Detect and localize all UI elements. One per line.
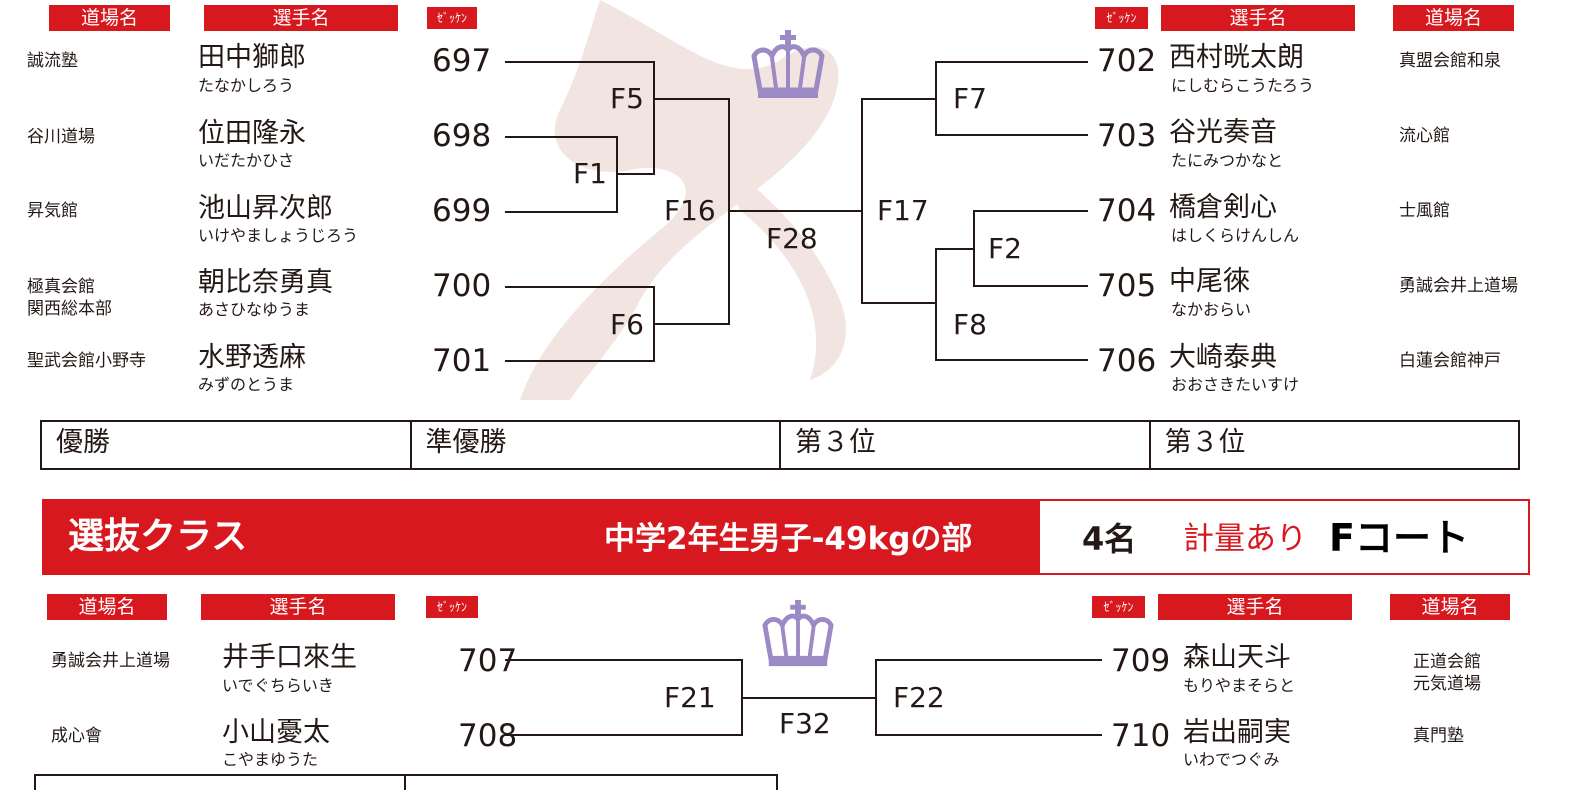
results-table: 優勝 準優勝 第３位 第３位 — [40, 420, 1520, 470]
match-label: F5 — [610, 82, 644, 115]
zekken-header-right-1: ｾﾞｯｹﾝ — [1095, 7, 1148, 29]
zekken-number: 700 — [432, 268, 492, 304]
dojo-name: 真盟会館和泉 — [1399, 51, 1501, 71]
player-kana: みずのとうま — [198, 375, 295, 394]
player-kana: いでぐちらいき — [222, 676, 334, 695]
match-label: F7 — [953, 82, 987, 115]
match-label: F32 — [779, 707, 831, 740]
player-kana: おおさきたいすけ — [1171, 375, 1300, 394]
match-label: F2 — [988, 232, 1022, 265]
match-label: F8 — [953, 308, 987, 341]
player-name: 水野透麻 — [198, 342, 306, 373]
dojo-name: 聖武会館小野寺 — [27, 351, 146, 371]
dojo-name: 勇誠会井上道場 — [51, 651, 170, 671]
result-winner: 優勝 — [56, 427, 110, 458]
player-header-right-1: 選手名 — [1161, 5, 1355, 31]
zekken-number: 701 — [432, 343, 492, 379]
player-name: 岩出嗣実 — [1183, 717, 1291, 748]
result-runner-up: 準優勝 — [409, 422, 780, 468]
player-name: 橋倉剣心 — [1169, 192, 1277, 223]
crown-icon — [751, 30, 825, 98]
dojo-header-left-2: 道場名 — [47, 594, 167, 620]
dojo-name: 勇誠会井上道場 — [1399, 276, 1518, 296]
entrant-count: 4名 — [1082, 520, 1137, 558]
court-name: Fコート — [1329, 516, 1469, 560]
dojo-name: 流心館 — [1399, 126, 1450, 146]
match-label: F1 — [573, 157, 607, 190]
dojo-name: 正道会館 元気道場 — [1413, 652, 1481, 694]
dojo-name: 白蓮会館神戸 — [1399, 351, 1501, 371]
zekken-number: 699 — [432, 193, 492, 229]
player-name: 森山天斗 — [1183, 642, 1291, 673]
dojo-name: 昇気館 — [27, 201, 78, 221]
player-header-left-2: 選手名 — [201, 594, 395, 620]
player-kana: いだたかひさ — [198, 151, 295, 170]
match-label: F28 — [766, 222, 818, 255]
zekken-number: 703 — [1097, 118, 1157, 154]
dojo-name: 誠流塾 — [27, 51, 78, 71]
match-label: F21 — [664, 681, 716, 714]
player-name: 中尾徠 — [1169, 266, 1250, 297]
player-kana: こやまゆうた — [222, 750, 319, 769]
player-kana: たにみつかなと — [1171, 151, 1284, 170]
dojo-header-left-1: 道場名 — [49, 5, 170, 31]
background-brush-mark — [520, 0, 846, 400]
zekken-number: 707 — [458, 643, 518, 679]
class-banner: 選抜クラス 中学2年生男子-49kgの部 4名 計量あり Fコート — [42, 499, 1530, 575]
player-name: 田中獅郎 — [198, 42, 306, 73]
player-kana: もりやまそらと — [1183, 676, 1296, 695]
dojo-name: 極真会館 関西総本部 — [27, 277, 112, 319]
zekken-number: 704 — [1097, 193, 1157, 229]
player-kana: いわでつぐみ — [1183, 750, 1280, 769]
player-name: 位田隆永 — [198, 118, 306, 149]
match-label: F16 — [664, 194, 716, 227]
crown-icon — [762, 599, 834, 667]
player-kana: はしくらけんしん — [1171, 226, 1300, 245]
zekken-header-left-1: ｾﾞｯｹﾝ — [427, 7, 477, 29]
zekken-number: 697 — [432, 43, 492, 79]
player-name: 池山昇次郎 — [198, 193, 333, 224]
dojo-header-right-1: 道場名 — [1393, 5, 1514, 31]
player-name: 西村晄太朗 — [1169, 42, 1304, 73]
zekken-number: 698 — [432, 118, 492, 154]
player-name: 谷光奏音 — [1169, 117, 1277, 148]
player-kana: たなかしろう — [198, 76, 295, 95]
zekken-number: 706 — [1097, 343, 1157, 379]
player-header-right-2: 選手名 — [1158, 594, 1352, 620]
match-label: F22 — [893, 681, 945, 714]
weigh-in-note: 計量あり — [1183, 521, 1307, 557]
zekken-header-left-2: ｾﾞｯｹﾝ — [426, 596, 478, 618]
player-header-left-1: 選手名 — [204, 5, 398, 31]
zekken-number: 709 — [1111, 643, 1171, 679]
results-table-partial — [34, 774, 778, 790]
result-third: 第３位 — [1148, 422, 1519, 468]
zekken-number: 702 — [1097, 43, 1157, 79]
player-name: 井手口來生 — [222, 642, 357, 673]
dojo-name: 谷川道場 — [27, 127, 95, 147]
class-title: 選抜クラス — [68, 516, 248, 557]
zekken-number: 705 — [1097, 268, 1157, 304]
dojo-name: 真門塾 — [1413, 726, 1464, 746]
division-title: 中学2年生男子-49kgの部 — [604, 521, 973, 557]
player-name: 小山憂太 — [222, 717, 330, 748]
zekken-number: 710 — [1111, 718, 1171, 754]
match-label: F6 — [610, 308, 644, 341]
player-kana: にしむらこうたろう — [1171, 76, 1315, 95]
player-kana: なかおらい — [1171, 300, 1252, 319]
player-name: 大崎泰典 — [1169, 342, 1277, 373]
player-kana: あさひなゆうま — [198, 300, 311, 319]
zekken-header-right-2: ｾﾞｯｹﾝ — [1092, 596, 1145, 618]
player-kana: いけやましょうじろう — [198, 226, 359, 245]
dojo-name: 成心會 — [51, 726, 102, 746]
player-name: 朝比奈勇真 — [198, 267, 333, 298]
dojo-header-right-2: 道場名 — [1390, 594, 1510, 620]
dojo-name: 士風館 — [1399, 201, 1450, 221]
zekken-number: 708 — [458, 718, 518, 754]
result-third: 第３位 — [779, 422, 1149, 468]
match-label: F17 — [877, 194, 929, 227]
